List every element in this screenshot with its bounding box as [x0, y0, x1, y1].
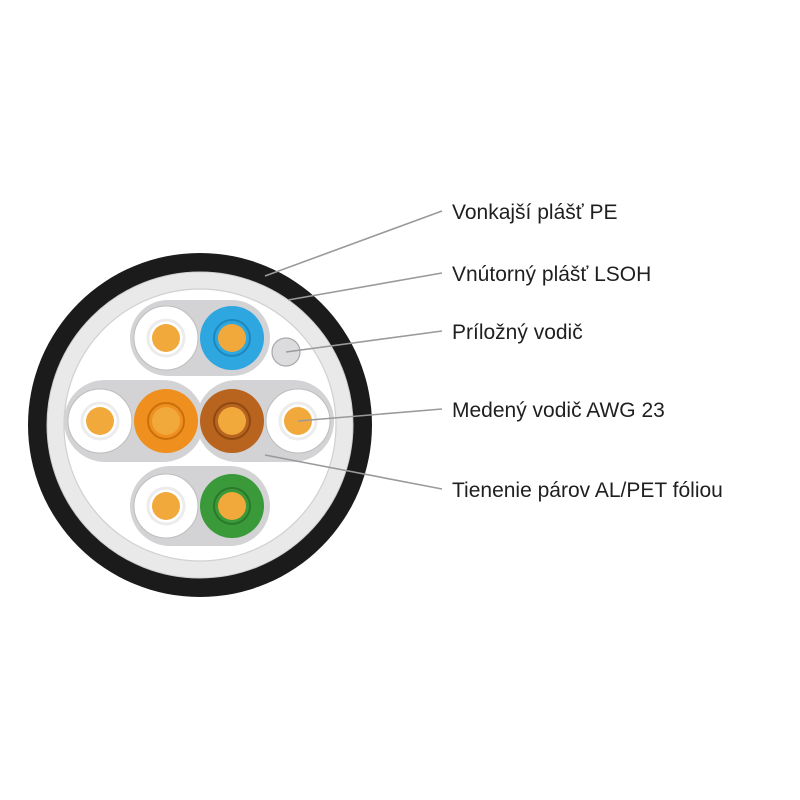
copper-conductor — [218, 324, 246, 352]
wire-blue — [200, 306, 264, 370]
copper-conductor — [218, 407, 246, 435]
leader-copper-conductor — [297, 408, 443, 422]
copper-conductor — [86, 407, 114, 435]
copper-conductor — [152, 324, 180, 352]
label-outer-jacket: Vonkajší plášť PE — [452, 201, 617, 224]
label-drain-wire: Príložný vodič — [452, 321, 583, 344]
wire-white-green — [133, 473, 199, 539]
wire-white-blue — [133, 305, 199, 371]
wire-brown — [200, 389, 264, 453]
leader-pair-shield — [264, 454, 443, 490]
leader-inner-jacket — [287, 272, 443, 301]
copper-conductor — [152, 492, 180, 520]
wire-green — [200, 474, 264, 538]
wire-orange — [134, 389, 198, 453]
copper-conductor — [152, 407, 180, 435]
label-pair-shield: Tienenie párov AL/PET fóliou — [452, 479, 723, 502]
leader-outer-jacket — [264, 210, 443, 277]
wire-white-orange — [67, 388, 133, 454]
leader-drain-wire — [285, 330, 443, 353]
copper-conductor — [218, 492, 246, 520]
label-copper-conductor: Medený vodič AWG 23 — [452, 399, 665, 422]
label-inner-jacket: Vnútorný plášť LSOH — [452, 263, 651, 286]
